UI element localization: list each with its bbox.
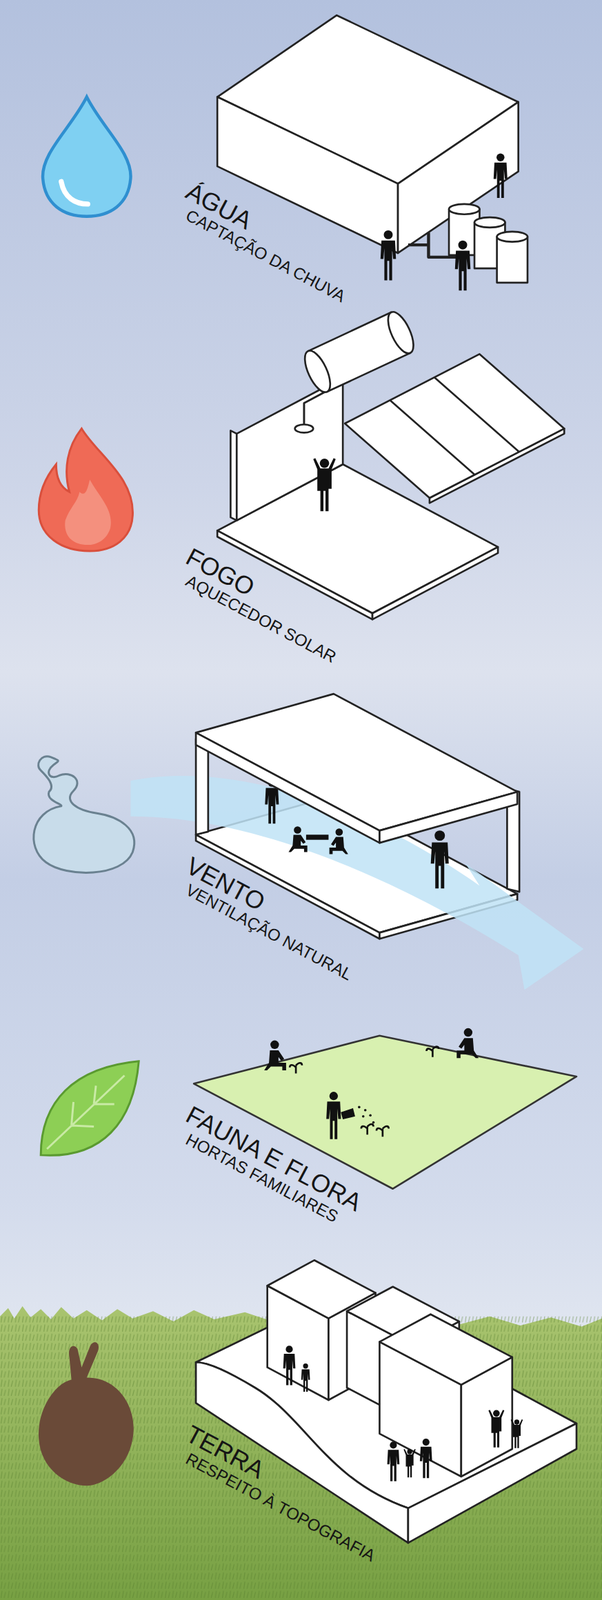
water-drop-icon [42,97,132,217]
earth-icon [38,1341,134,1486]
rain-building [497,231,528,243]
people [380,230,396,281]
people [403,1448,416,1478]
ventilated-building [379,791,518,843]
earth-icon [38,1341,134,1486]
leaf-icon [40,1061,139,1156]
rain-building [474,217,505,228]
leaf-icon [46,1075,125,1149]
people [372,1121,376,1125]
people [364,1108,367,1112]
people [283,1345,296,1385]
people [368,1113,372,1117]
solar-heater [299,308,419,396]
water-drop-icon [42,97,132,217]
people [488,1409,505,1447]
rain-building [448,204,480,215]
people [289,1046,439,1138]
fire-icon [38,428,133,551]
solar-heater [230,430,237,520]
solar-heater [304,385,337,425]
people [387,1441,400,1481]
people [380,153,508,291]
solar-heater [217,308,565,620]
fire-icon [64,479,112,545]
solar-heater [372,546,498,620]
leaf-icon [40,1061,139,1156]
people [340,1108,356,1120]
people [301,1363,311,1392]
water-drop-icon [61,181,88,205]
people [288,826,307,852]
people [313,457,336,511]
solar-heater [344,353,565,498]
fire-icon [38,428,133,551]
people [313,457,336,511]
wind-icon [33,756,135,874]
solar-heater [236,377,343,520]
people [455,240,471,292]
people [357,1106,361,1109]
people [419,1438,433,1478]
rain-building [497,236,528,283]
people [362,1115,365,1118]
ventilated-building [195,693,518,843]
people [456,1028,479,1059]
solar-heater [295,424,314,434]
people [493,153,508,198]
ventilated-building [306,834,329,840]
people [283,1345,524,1481]
people [456,1028,479,1059]
people [264,1040,287,1071]
solar-heater [389,377,520,475]
people [329,828,349,854]
rain-building [217,15,528,283]
people [430,830,449,889]
wind-icon [33,756,135,874]
ventilated-building [195,732,380,843]
people [510,1419,524,1449]
solar-heater [382,308,419,357]
solar-heater [299,346,336,396]
people [329,828,349,854]
people [264,1028,479,1140]
people [326,1091,341,1140]
hill-slab [379,1314,512,1385]
